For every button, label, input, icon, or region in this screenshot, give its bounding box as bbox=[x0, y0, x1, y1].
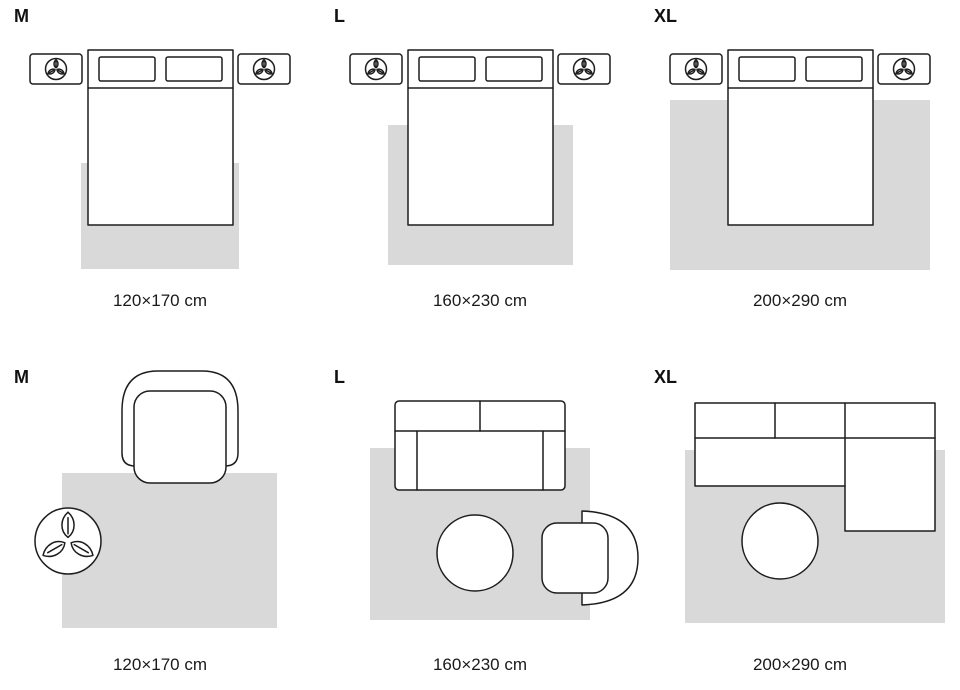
bedroom-diagram-l bbox=[320, 49, 640, 265]
size-label-l: L bbox=[334, 6, 345, 26]
bed bbox=[87, 49, 234, 226]
living-panel-xl: XL 200×290 cm bbox=[640, 345, 960, 690]
bedroom-panel-xl: XL 200×290 cm bbox=[640, 0, 960, 345]
coffee-table bbox=[436, 514, 514, 592]
coffee-table bbox=[741, 502, 819, 580]
living-panel-l: L 160×230 cm bbox=[320, 345, 640, 690]
bedroom-panel-l: L 160×230 cm bbox=[320, 0, 640, 345]
size-label-xl: XL bbox=[654, 6, 678, 26]
rug-size-caption: 120×170 cm bbox=[112, 291, 208, 310]
bedroom-diagram-m bbox=[0, 49, 320, 269]
bedroom-row: M 120×170 cm L 160×230 cm XL bbox=[0, 0, 960, 345]
living-panel-m: M 120×170 cm bbox=[0, 345, 320, 690]
armchair bbox=[541, 510, 639, 606]
plant-icon bbox=[34, 507, 102, 575]
nightstand-plant-icon bbox=[350, 54, 402, 84]
nightstand-plant-icon bbox=[670, 54, 722, 84]
size-label-l: L bbox=[334, 367, 345, 387]
size-label-xl: XL bbox=[654, 367, 678, 387]
nightstand-plant-icon bbox=[878, 54, 930, 84]
size-label-m: M bbox=[14, 367, 29, 387]
rug-size-caption: 200×290 cm bbox=[752, 655, 848, 674]
bed bbox=[407, 49, 554, 226]
armchair-seat bbox=[133, 390, 227, 484]
sectional-sofa bbox=[694, 402, 936, 532]
living-diagram-xl bbox=[685, 402, 945, 623]
size-label-m: M bbox=[14, 6, 29, 26]
rug-size-caption: 120×170 cm bbox=[112, 655, 208, 674]
armchair-seat bbox=[541, 522, 609, 594]
rug-size-caption: 160×230 cm bbox=[432, 655, 528, 674]
living-diagram-l bbox=[370, 400, 639, 620]
rug-size-caption: 160×230 cm bbox=[432, 291, 528, 310]
nightstand-plant-icon bbox=[238, 54, 290, 84]
sofa bbox=[394, 400, 566, 491]
rug-size-caption: 200×290 cm bbox=[752, 291, 848, 310]
armchair bbox=[121, 370, 239, 484]
nightstand-plant-icon bbox=[30, 54, 82, 84]
bedroom-panel-m: M 120×170 cm bbox=[0, 0, 320, 345]
nightstand-plant-icon bbox=[558, 54, 610, 84]
living-diagram-m bbox=[34, 370, 277, 628]
living-room-row: M 120×170 cm L bbox=[0, 345, 960, 690]
bed bbox=[727, 49, 874, 226]
bedroom-diagram-xl bbox=[640, 49, 960, 270]
